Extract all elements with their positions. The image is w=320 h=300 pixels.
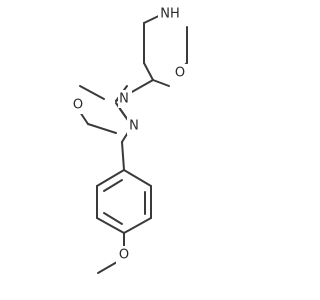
bond (103, 212, 123, 225)
nh-label: NH (160, 7, 180, 22)
methoxy-oxygen-label: O (119, 248, 129, 263)
bond (79, 85, 105, 100)
morpholine-oxygen-label: O (175, 66, 185, 81)
bond (143, 62, 154, 81)
phenyl-ring (96, 169, 152, 234)
molecule-structure: NH O N O N O (72, 6, 188, 274)
oxadiazole-nitrogen-2-label: N (119, 92, 129, 107)
bond (87, 123, 117, 134)
bond (97, 261, 118, 274)
oxadiazole-nitrogen-4-label: N (129, 119, 139, 134)
bond (96, 169, 125, 187)
oxadiazole-oxygen-label: O (73, 98, 83, 113)
bond (96, 217, 125, 234)
oxadiazole-ring (79, 79, 154, 143)
bond (123, 169, 152, 187)
bond (103, 179, 123, 192)
bond (121, 141, 125, 171)
bond (123, 217, 152, 234)
bond (152, 79, 170, 87)
